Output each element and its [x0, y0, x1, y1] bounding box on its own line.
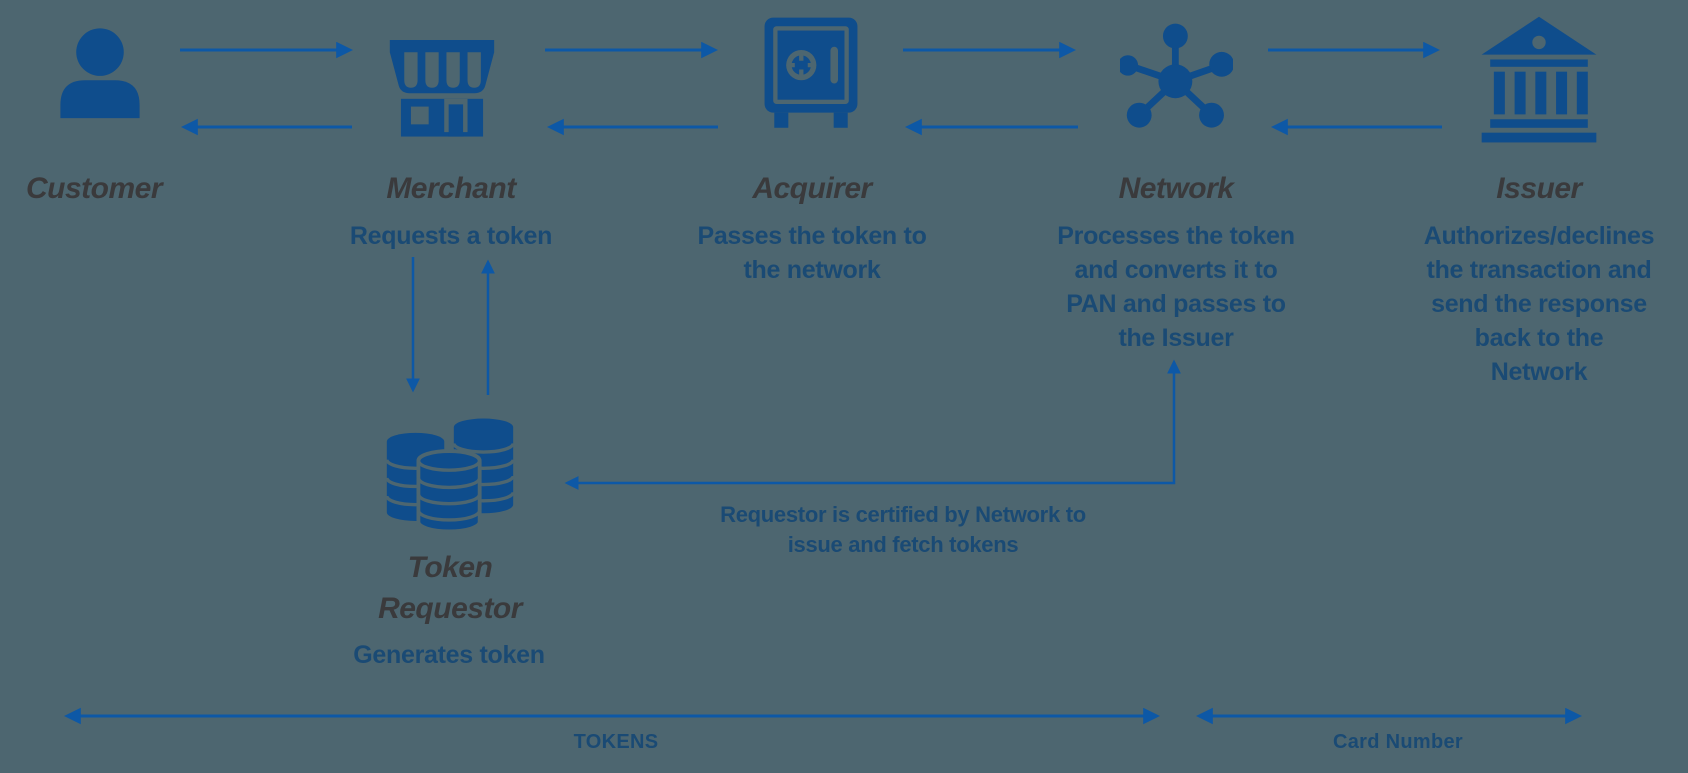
card-number-span-label: Card Number [1333, 731, 1463, 753]
entity-label-merchant: Merchant [386, 172, 516, 205]
merchant-description: Requests a token [349, 222, 553, 250]
coin-stack-icon [383, 416, 517, 534]
bank-icon [1478, 14, 1600, 144]
issuer-description: Authorizes/declines the transaction and … [1423, 222, 1655, 386]
tokens-span-label: TOKENS [573, 731, 659, 753]
entity-label-issuer: Issuer [1496, 172, 1582, 205]
token-requestor-description: Generates token [353, 641, 545, 669]
arrow-network-requestor-certification [564, 359, 1181, 490]
person-icon [56, 22, 144, 128]
network-hub-icon [1120, 16, 1233, 142]
network-description: Processes the token and converts it to P… [1057, 222, 1295, 352]
acquirer-description: Passes the token to the network [697, 222, 927, 284]
certification-caption: Requestor is certified by Network to iss… [720, 502, 1086, 557]
storefront-icon [385, 30, 499, 141]
entity-label-token-requestor: Token Requestor [378, 551, 522, 625]
entity-label-acquirer: Acquirer [752, 172, 872, 205]
entity-label-network: Network [1118, 172, 1234, 205]
entity-label-customer: Customer [25, 172, 163, 205]
safe-icon [757, 15, 865, 139]
